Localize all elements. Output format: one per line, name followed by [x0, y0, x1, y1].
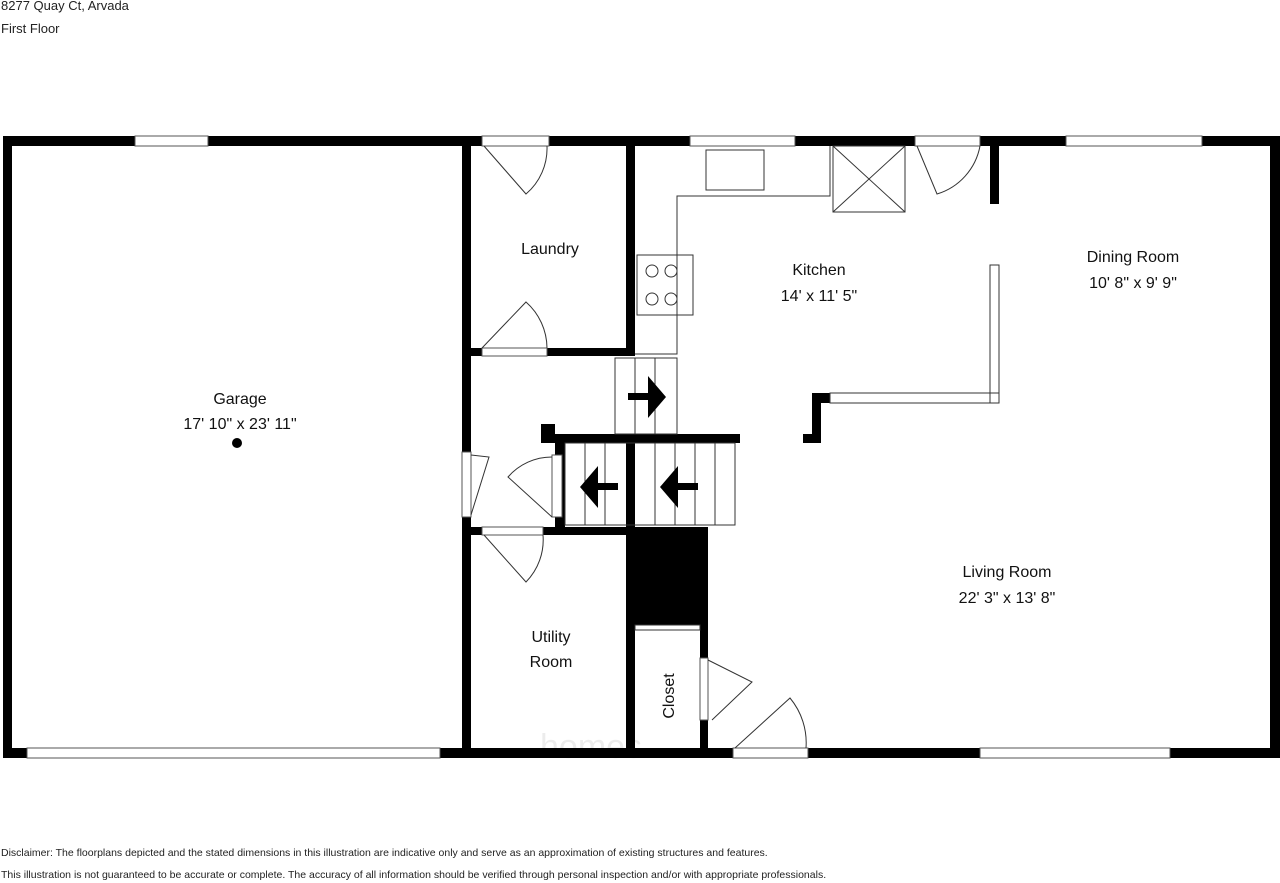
arrow-left-icon — [660, 466, 698, 508]
room-dims-dining: 10' 8" x 9' 9" — [1089, 275, 1177, 292]
arrow-left-icon — [580, 466, 618, 508]
marker-dot — [232, 438, 242, 448]
windows — [26, 135, 1203, 759]
room-name-closet: Closet — [661, 673, 678, 719]
watermark: homes — [540, 728, 642, 766]
stove-icon — [636, 254, 694, 316]
room-name-dining: Dining Room — [1087, 249, 1179, 266]
room-name-utility-2: Room — [530, 654, 573, 671]
room-name-laundry: Laundry — [521, 241, 579, 258]
door-swings — [470, 145, 981, 749]
room-name-kitchen: Kitchen — [792, 262, 845, 279]
room-name-garage: Garage — [213, 391, 266, 408]
fridge-icon — [832, 145, 906, 213]
room-dims-kitchen: 14' x 11' 5" — [781, 288, 857, 305]
kitchen-counters — [635, 145, 906, 355]
arrow-right-icon — [628, 376, 666, 418]
disclaimer-line-2: This illustration is not guaranteed to b… — [1, 869, 827, 881]
walls — [3, 136, 1280, 758]
sink-icon — [705, 149, 765, 191]
room-dims-garage: 17' 10" x 23' 11" — [183, 416, 296, 433]
room-name-living: Living Room — [963, 564, 1052, 581]
disclaimer-line-1: Disclaimer: The floorplans depicted and … — [1, 847, 768, 859]
room-name-utility: Utility — [531, 629, 570, 646]
stair-arrows — [232, 376, 698, 508]
room-dims-living: 22' 3" x 13' 8" — [959, 590, 1056, 607]
address: 8277 Quay Ct, Arvada — [1, 0, 129, 13]
floor-label: First Floor — [1, 21, 60, 36]
